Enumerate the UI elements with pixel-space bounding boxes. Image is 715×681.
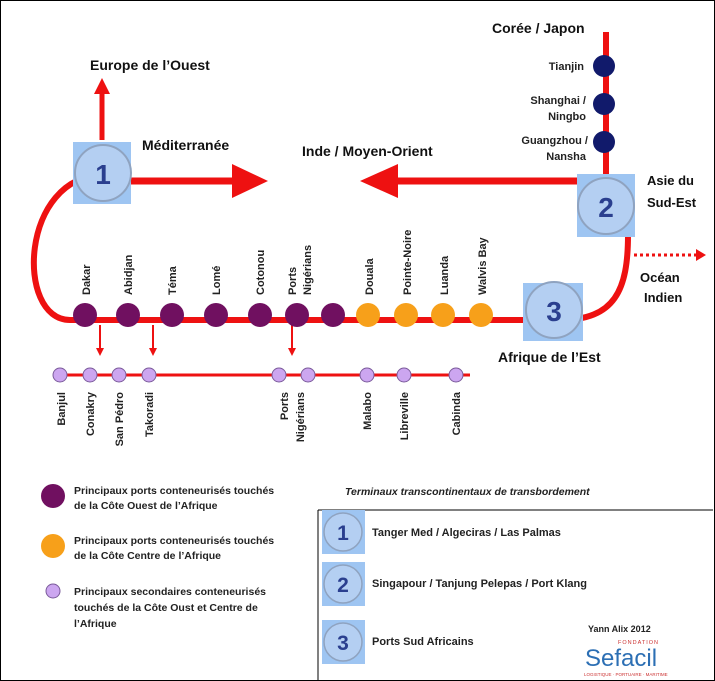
port-label: Ports xyxy=(287,267,299,295)
secondary-port-labels: Banjul Conakry San Pédro Takoradi Ports … xyxy=(56,391,463,446)
arrow-europe xyxy=(94,78,110,94)
logo-sub-text: LOGISTIQUE · PORTUAIRE · MARITIME xyxy=(584,672,668,677)
label-ocean-1: Océan xyxy=(640,270,680,285)
secondary-port-label: Malabo xyxy=(362,392,374,430)
asian-port-marker xyxy=(593,55,615,77)
hub-3-number: 3 xyxy=(546,296,562,327)
sefacil-logo: FONDATION Sefacil LOGISTIQUE · PORTUAIRE… xyxy=(584,640,668,677)
port-marker-centre xyxy=(469,303,493,327)
credit-text: Yann Alix 2012 xyxy=(588,624,651,634)
arrow-inde xyxy=(360,164,398,198)
label-europe: Europe de l’Ouest xyxy=(90,57,210,73)
asian-ports: Tianjin Shanghai / Ningbo Guangzhou / Na… xyxy=(521,55,615,163)
secondary-port-label: San Pédro xyxy=(114,392,126,447)
port-label: Douala xyxy=(364,257,376,295)
port-label: Cotonou xyxy=(255,250,267,295)
port-marker-west xyxy=(321,303,345,327)
legend-west-text: de la Côte Ouest de l’Afrique xyxy=(74,500,218,512)
hub-1-number: 1 xyxy=(95,159,111,190)
hub-2-number: 2 xyxy=(598,192,614,223)
port-marker-west xyxy=(160,303,184,327)
secondary-port-label: Nigérians xyxy=(295,392,307,442)
secondary-port-marker xyxy=(271,367,287,383)
asian-port-label: Ningbo xyxy=(548,111,586,123)
port-marker-centre xyxy=(431,303,455,327)
terminal-1-text: Tanger Med / Algeciras / Las Palmas xyxy=(372,527,561,539)
legend-secondary-text: touchés de la Côte Oust et Centre de xyxy=(74,602,258,614)
port-label: Luanda xyxy=(439,255,451,295)
asian-port-label: Shanghai / xyxy=(530,95,586,107)
secondary-port-label: Banjul xyxy=(56,392,68,426)
port-marker-west xyxy=(204,303,228,327)
legend-secondary-text: l’Afrique xyxy=(74,618,117,630)
port-marker-west xyxy=(73,303,97,327)
legend: Principaux ports conteneurisés touchés d… xyxy=(41,484,274,630)
hub-3: 3 xyxy=(523,281,583,341)
port-label: Abidjan xyxy=(123,254,135,295)
label-inde: Inde / Moyen-Orient xyxy=(302,143,433,159)
terminal-3-number: 3 xyxy=(337,632,349,655)
secondary-port-label: Conakry xyxy=(85,391,97,436)
legend-secondary-text: Principaux secondaires conteneurisés xyxy=(74,586,266,598)
legend-west-text: Principaux ports conteneurisés touchés xyxy=(74,485,274,497)
secondary-port-marker xyxy=(396,367,412,383)
terminal-3-text: Ports Sud Africains xyxy=(372,636,474,648)
secondary-port-label: Takoradi xyxy=(144,392,156,437)
legend-centre-text: de la Côte Centre de l’Afrique xyxy=(74,550,221,562)
legend-secondary-marker xyxy=(45,583,61,599)
terminals-panel: Terminaux transcontinentaux de transbord… xyxy=(317,486,713,680)
hub-1: 1 xyxy=(73,142,132,204)
secondary-port-marker xyxy=(141,367,157,383)
secondary-port-label: Ports xyxy=(279,392,291,420)
terminals-title: Terminaux transcontinentaux de transbord… xyxy=(345,486,590,498)
logo-small-text: FONDATION xyxy=(618,640,659,646)
hub-2: 2 xyxy=(577,174,635,237)
secondary-port-marker xyxy=(111,367,127,383)
asian-port-label: Nansha xyxy=(546,151,587,163)
secondary-port-label: Libreville xyxy=(399,392,411,440)
secondary-port-marker xyxy=(448,367,464,383)
port-marker-west xyxy=(248,303,272,327)
legend-centre-marker xyxy=(41,534,65,558)
label-asie-2: Sud-Est xyxy=(647,195,697,210)
label-asie-1: Asie du xyxy=(647,173,694,188)
secondary-port-marker xyxy=(82,367,98,383)
label-mediterranee: Méditerranée xyxy=(142,137,229,153)
port-marker-centre xyxy=(356,303,380,327)
arrow-ocean-indien xyxy=(696,249,706,261)
main-port-labels: Dakar Abidjan Téma Lomé Cotonou Ports Ni… xyxy=(81,230,489,295)
port-marker-west xyxy=(116,303,140,327)
label-afrique-est: Afrique de l’Est xyxy=(498,349,601,365)
legend-centre-text: Principaux ports conteneurisés touchés xyxy=(74,535,274,547)
legend-west-marker xyxy=(41,484,65,508)
secondary-port-marker xyxy=(300,367,316,383)
secondary-ports xyxy=(52,367,464,383)
terminal-2-number: 2 xyxy=(337,574,349,597)
port-label: Dakar xyxy=(81,264,93,295)
port-label: Téma xyxy=(167,265,179,295)
main-ports xyxy=(73,303,493,327)
secondary-port-label: Cabinda xyxy=(451,391,463,435)
asian-port-label: Tianjin xyxy=(549,61,585,73)
asian-port-marker xyxy=(593,131,615,153)
asian-port-label: Guangzhou / xyxy=(521,135,588,147)
secondary-port-marker xyxy=(52,367,68,383)
port-marker-centre xyxy=(394,303,418,327)
label-coree: Corée / Japon xyxy=(492,20,585,36)
secondary-port-marker xyxy=(359,367,375,383)
terminal-1-number: 1 xyxy=(337,522,349,545)
port-label: Pointe-Noire xyxy=(402,230,414,295)
port-label: Lomé xyxy=(211,266,223,295)
port-label: Nigérians xyxy=(302,245,314,295)
logo-main-text: Sefacil xyxy=(585,645,657,672)
asian-port-marker xyxy=(593,93,615,115)
port-label: Walvis Bay xyxy=(477,236,489,295)
feeder-line xyxy=(60,325,470,377)
port-marker-west xyxy=(285,303,309,327)
label-ocean-2: Indien xyxy=(644,290,682,305)
arrow-mediterranee xyxy=(232,164,268,198)
terminal-2-text: Singapour / Tanjung Pelepas / Port Klang xyxy=(372,578,587,590)
